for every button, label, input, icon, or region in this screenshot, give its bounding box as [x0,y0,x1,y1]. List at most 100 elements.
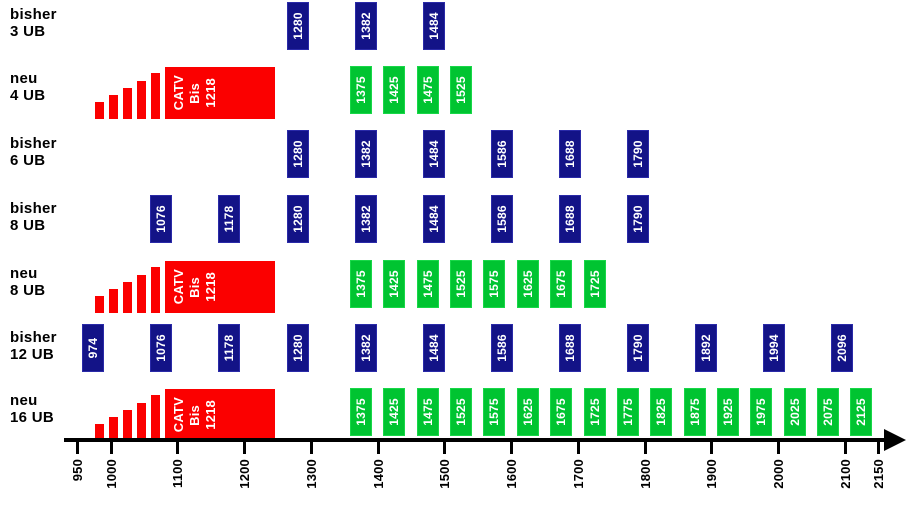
channel-block-label: 974 [86,337,101,359]
channel-block: 1688 [558,130,581,178]
channel-block-label: 1382 [358,334,373,362]
catv-stair-bar [109,417,118,441]
channel-block: 2025 [783,388,806,436]
channel-block: 1484 [422,195,445,243]
channel-block-label: 1076 [154,205,169,233]
catv-stair-bar [151,73,160,119]
axis-tick [376,442,380,454]
catv-stair-bar [95,424,104,441]
axis-tick [243,442,247,454]
channel-block-label: 1725 [587,270,602,298]
axis-tick [576,442,580,454]
channel-block: 1425 [383,66,406,114]
catv-label-line1: CATV [171,75,186,111]
axis-tick [76,442,80,454]
axis-tick [710,442,714,454]
row-label-neu-16-ub: neu 16 UB [10,392,55,426]
catv-stair-bar [95,102,104,119]
channel-block: 1076 [150,195,173,243]
catv-stair-bar [137,275,146,313]
channel-block: 1484 [422,130,445,178]
channel-block-label: 1994 [767,334,781,362]
channel-block: 1382 [354,2,377,50]
channel-block: 1625 [516,388,539,436]
catv-label-line3: 1218 [203,272,218,302]
channel-block-label: 1484 [426,140,441,168]
channel-block-label: 1375 [353,76,368,104]
channel-block-label: 1825 [654,398,669,426]
channel-block-label: 1525 [454,398,469,426]
catv-stair-bar [151,395,160,441]
channel-block: 1484 [422,2,445,50]
catv-stair-bar [109,95,118,119]
axis-tick-label: 1500 [437,459,453,489]
channel-block-label: 1688 [562,140,577,168]
axis-tick-label: 1300 [303,459,319,489]
channel-block: 1688 [558,324,581,372]
catv-label-line3: 1218 [203,78,218,108]
axis-tick-label: 1800 [637,459,653,489]
catv-stair-bar [109,289,118,313]
channel-block-label: 2075 [821,398,836,426]
axis-tick [877,442,881,454]
channel-block-label: 1675 [554,270,569,298]
axis-line [64,438,890,442]
channel-block: 1525 [450,66,473,114]
catv-stair-bar [123,282,132,313]
axis-tick-label: 1200 [237,459,253,489]
catv-label-line2: Bis [187,276,202,298]
channel-block: 1825 [650,388,673,436]
axis-tick-label: 1000 [103,459,119,489]
channel-block-label: 2096 [835,334,850,362]
channel-block-label: 2025 [787,398,802,426]
channel-block: 1725 [583,388,606,436]
channel-block: 1790 [626,324,649,372]
channel-block-label: 1790 [630,205,645,233]
channel-block: 1280 [286,324,309,372]
channel-block: 1586 [490,195,513,243]
channel-block-label: 1475 [420,270,435,298]
channel-block-label: 1525 [454,76,469,104]
channel-block: 1475 [416,388,439,436]
channel-block: 1925 [716,388,739,436]
row-label-bisher-6-ub: bisher 6 UB [10,135,57,169]
channel-block: 1280 [286,2,309,50]
channel-block-label: 1975 [754,398,769,426]
channel-block: 1475 [416,66,439,114]
channel-block-label: 1425 [387,270,402,298]
channel-block: 1875 [683,388,706,436]
axis-tick-label: 1700 [570,459,586,489]
channel-block: 1178 [218,324,241,372]
channel-block-label: 1790 [630,140,645,168]
channel-block-label: 1625 [520,270,535,298]
channel-block: 1586 [490,324,513,372]
channel-block: 1975 [750,388,773,436]
axis-tick [777,442,780,454]
channel-block: 1675 [550,388,573,436]
channel-block: 1382 [354,324,377,372]
channel-block: 1280 [286,130,309,178]
channel-block-label: 1892 [698,334,713,362]
channel-block: 1382 [354,130,377,178]
catv-stair-bar [137,403,146,441]
channel-block: 1525 [450,260,473,308]
axis-tick-label: 2100 [837,459,853,489]
channel-block: 1484 [422,324,445,372]
axis-arrow-head [884,429,906,451]
channel-block: 2096 [831,324,854,372]
channel-block: 1425 [383,260,406,308]
channel-block-label: 1790 [630,334,645,362]
channel-block: 1625 [516,260,539,308]
channel-block-label: 1425 [387,398,402,426]
channel-block-label: 1875 [687,398,702,426]
channel-block-label: 1382 [358,205,373,233]
catv-stair-bar [151,267,160,313]
channel-block: 1586 [490,130,513,178]
axis-tick [309,442,313,454]
row-label-bisher-3-ub: bisher 3 UB [10,6,57,40]
channel-block: 1280 [286,195,309,243]
channel-block-label: 1375 [353,270,368,298]
